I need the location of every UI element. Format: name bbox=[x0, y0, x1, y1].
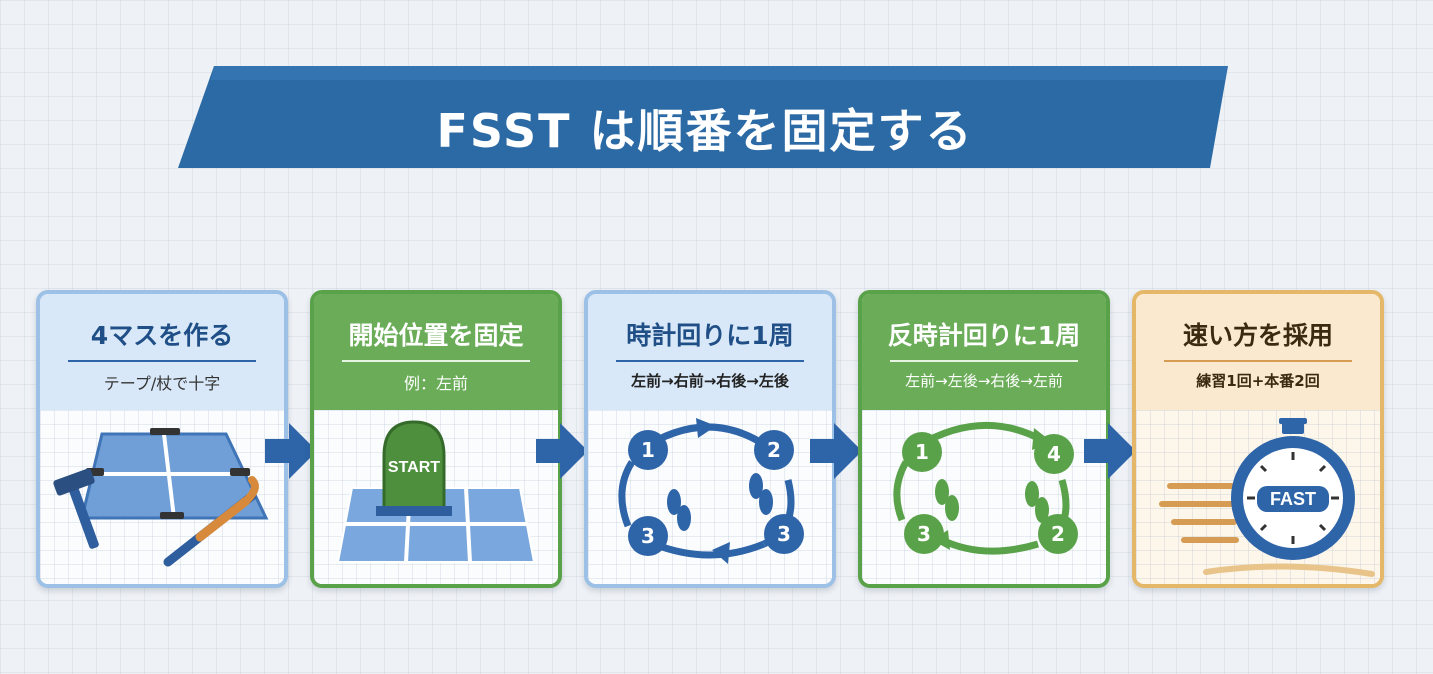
hammer-icon bbox=[53, 468, 99, 549]
number-badge: 3 bbox=[904, 514, 944, 554]
step-title: 時計回りに1周 bbox=[626, 321, 794, 350]
svg-text:3: 3 bbox=[917, 522, 931, 546]
number-badge: 4 bbox=[1034, 434, 1074, 474]
svg-text:2: 2 bbox=[767, 438, 781, 462]
number-badge: 2 bbox=[754, 430, 794, 470]
divider bbox=[616, 360, 804, 362]
cane-icon bbox=[163, 476, 259, 567]
step-card-make-grid: 4マスを作る テープ/杖で十字 bbox=[36, 290, 288, 588]
next-arrow-icon bbox=[265, 423, 317, 479]
step-subtitle: 左前→左後→右後→左前 bbox=[905, 372, 1063, 390]
number-badge: 2 bbox=[1038, 514, 1078, 554]
divider bbox=[890, 360, 1078, 362]
next-arrow-icon bbox=[810, 423, 862, 479]
next-arrow-icon bbox=[536, 423, 588, 479]
fast-label: FAST bbox=[1270, 489, 1316, 509]
footprint-icon bbox=[935, 479, 1049, 523]
step-subtitle: 左前→右前→右後→左後 bbox=[631, 372, 789, 390]
start-marker-icon: START bbox=[376, 420, 452, 516]
footprint-icon bbox=[667, 473, 773, 531]
next-arrow-icon bbox=[1084, 423, 1136, 479]
step-card-counterclockwise: 反時計回りに1周 左前→左後→右後→左前 1 bbox=[858, 290, 1110, 588]
number-badge: 3 bbox=[764, 514, 804, 554]
start-label: START bbox=[388, 459, 440, 476]
divider bbox=[342, 360, 530, 362]
number-badge: 1 bbox=[628, 430, 668, 470]
step-subtitle: テープ/杖で十字 bbox=[103, 374, 221, 393]
svg-text:4: 4 bbox=[1047, 442, 1061, 466]
speed-lines-icon bbox=[1159, 483, 1375, 577]
divider bbox=[68, 360, 256, 362]
step-title: 4マスを作る bbox=[90, 321, 234, 350]
step-card-clockwise: 時計回りに1周 左前→右前→右後→左後 1 bbox=[584, 290, 836, 588]
page-title: FSST は順番を固定する bbox=[436, 104, 974, 158]
svg-text:1: 1 bbox=[641, 438, 655, 462]
divider bbox=[1164, 360, 1352, 362]
step-title: 開始位置を固定 bbox=[348, 321, 524, 350]
step-title: 速い方を採用 bbox=[1182, 321, 1333, 350]
step-title: 反時計回りに1周 bbox=[887, 321, 1081, 350]
title-banner bbox=[178, 66, 1228, 168]
step-card-fix-start: 開始位置を固定 例：左前 START bbox=[310, 290, 562, 588]
stopwatch-icon: FAST bbox=[1231, 418, 1355, 560]
tape-square-grid-icon bbox=[80, 428, 269, 520]
number-badge: 1 bbox=[902, 432, 942, 472]
svg-text:3: 3 bbox=[641, 524, 655, 548]
step-subtitle: 練習1回+本番2回 bbox=[1196, 372, 1320, 390]
step-subtitle: 例：左前 bbox=[403, 374, 468, 393]
step-card-pick-faster: 速い方を採用 練習1回+本番2回 bbox=[1132, 290, 1384, 588]
svg-text:2: 2 bbox=[1051, 522, 1065, 546]
number-badge: 3 bbox=[628, 516, 668, 556]
svg-text:1: 1 bbox=[915, 440, 929, 464]
svg-text:3: 3 bbox=[777, 522, 791, 546]
